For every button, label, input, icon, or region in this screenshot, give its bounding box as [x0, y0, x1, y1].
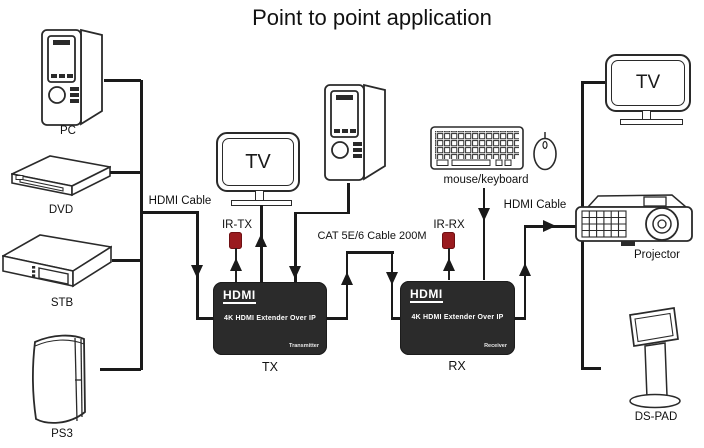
ps3-connector-line	[100, 368, 141, 371]
pc-tower-icon	[41, 28, 103, 126]
center-pc-into-tx-line	[294, 211, 297, 283]
tx-label: TX	[262, 360, 278, 374]
center-pc-horizontal-line	[294, 211, 349, 215]
tx-product-label: 4K HDMI Extender Over IP	[224, 315, 316, 322]
center-tv-screen-label: TV	[222, 138, 294, 186]
arrow-up-icon	[442, 258, 455, 271]
page-title: Point to point application	[252, 5, 492, 30]
hdmi-left-horizontal-line	[140, 211, 199, 214]
rx-output-line	[515, 317, 526, 320]
rx-role-label: Receiver	[484, 343, 507, 349]
cat-cable-line	[345, 251, 349, 319]
arrow-right-icon	[543, 220, 556, 232]
keyboard-icon	[430, 126, 524, 170]
projector-label: Projector	[633, 249, 681, 261]
hdmi-left-into-tx-line	[196, 317, 214, 320]
mouse-keyboard-label: mouse/keyboard	[443, 174, 529, 186]
arrow-up-icon	[229, 258, 242, 271]
rx-product-label: 4K HDMI Extender Over IP	[411, 314, 504, 321]
rx-extender-box: HDMI 4K HDMI Extender Over IP Receiver	[400, 281, 515, 355]
arrow-down-icon	[289, 266, 301, 279]
rx-label: RX	[448, 359, 466, 373]
center-tv-icon: TV	[216, 132, 300, 192]
center-pc-tower-icon	[324, 83, 386, 181]
stb-label: STB	[50, 297, 74, 309]
ds-pad-icon	[629, 307, 681, 409]
left-bus-line	[140, 80, 143, 370]
arrow-up-icon	[340, 272, 353, 285]
cat-cable-line	[390, 251, 394, 319]
tx-role-label: Transmitter	[289, 343, 319, 349]
cat-cable-label: CAT 5E/6 Cable 200M	[317, 230, 427, 242]
cat-cable-line	[327, 317, 348, 320]
right-tv-connector-line	[581, 81, 607, 84]
stb-icon	[2, 234, 112, 288]
cat-cable-line	[345, 251, 394, 254]
right-tv-base	[620, 118, 683, 125]
arrow-down-icon	[385, 272, 398, 285]
projector-icon	[575, 194, 693, 246]
cat-cable-line	[390, 317, 402, 320]
arrow-down-icon	[477, 208, 490, 221]
stb-connector-line	[112, 259, 141, 262]
keyboard-to-rx-line	[482, 188, 486, 280]
ps3-icon	[31, 334, 86, 424]
mouse-icon	[533, 132, 557, 171]
ds-pad-label: DS-PAD	[634, 411, 678, 423]
ir-rx-connector-icon	[442, 232, 455, 249]
dvd-label: DVD	[48, 204, 74, 216]
dvd-connector-line	[110, 171, 141, 174]
hdmi-logo: HDMI	[410, 287, 443, 303]
pc-connector-line	[104, 79, 141, 82]
dspad-connector-line	[581, 367, 601, 370]
ir-tx-label: IR-TX	[221, 219, 253, 231]
arrow-up-icon	[518, 263, 531, 276]
tx-extender-box: HDMI 4K HDMI Extender Over IP Transmitte…	[213, 282, 327, 355]
arrow-up-icon	[255, 234, 267, 247]
hdmi-cable-right-label: HDMI Cable	[503, 199, 567, 211]
pc-label: PC	[60, 125, 76, 137]
right-tv-screen-label: TV	[611, 60, 685, 106]
arrow-down-icon	[191, 265, 203, 278]
dvd-player-icon	[11, 155, 111, 197]
ir-rx-label: IR-RX	[433, 219, 465, 231]
hdmi-cable-left-label: HDMI Cable	[148, 195, 212, 207]
hdmi-logo: HDMI	[223, 288, 256, 304]
right-tv-icon: TV	[605, 54, 691, 112]
ps3-label: PS3	[51, 428, 73, 440]
center-pc-drop-line	[347, 183, 350, 214]
ir-tx-connector-icon	[229, 232, 242, 249]
